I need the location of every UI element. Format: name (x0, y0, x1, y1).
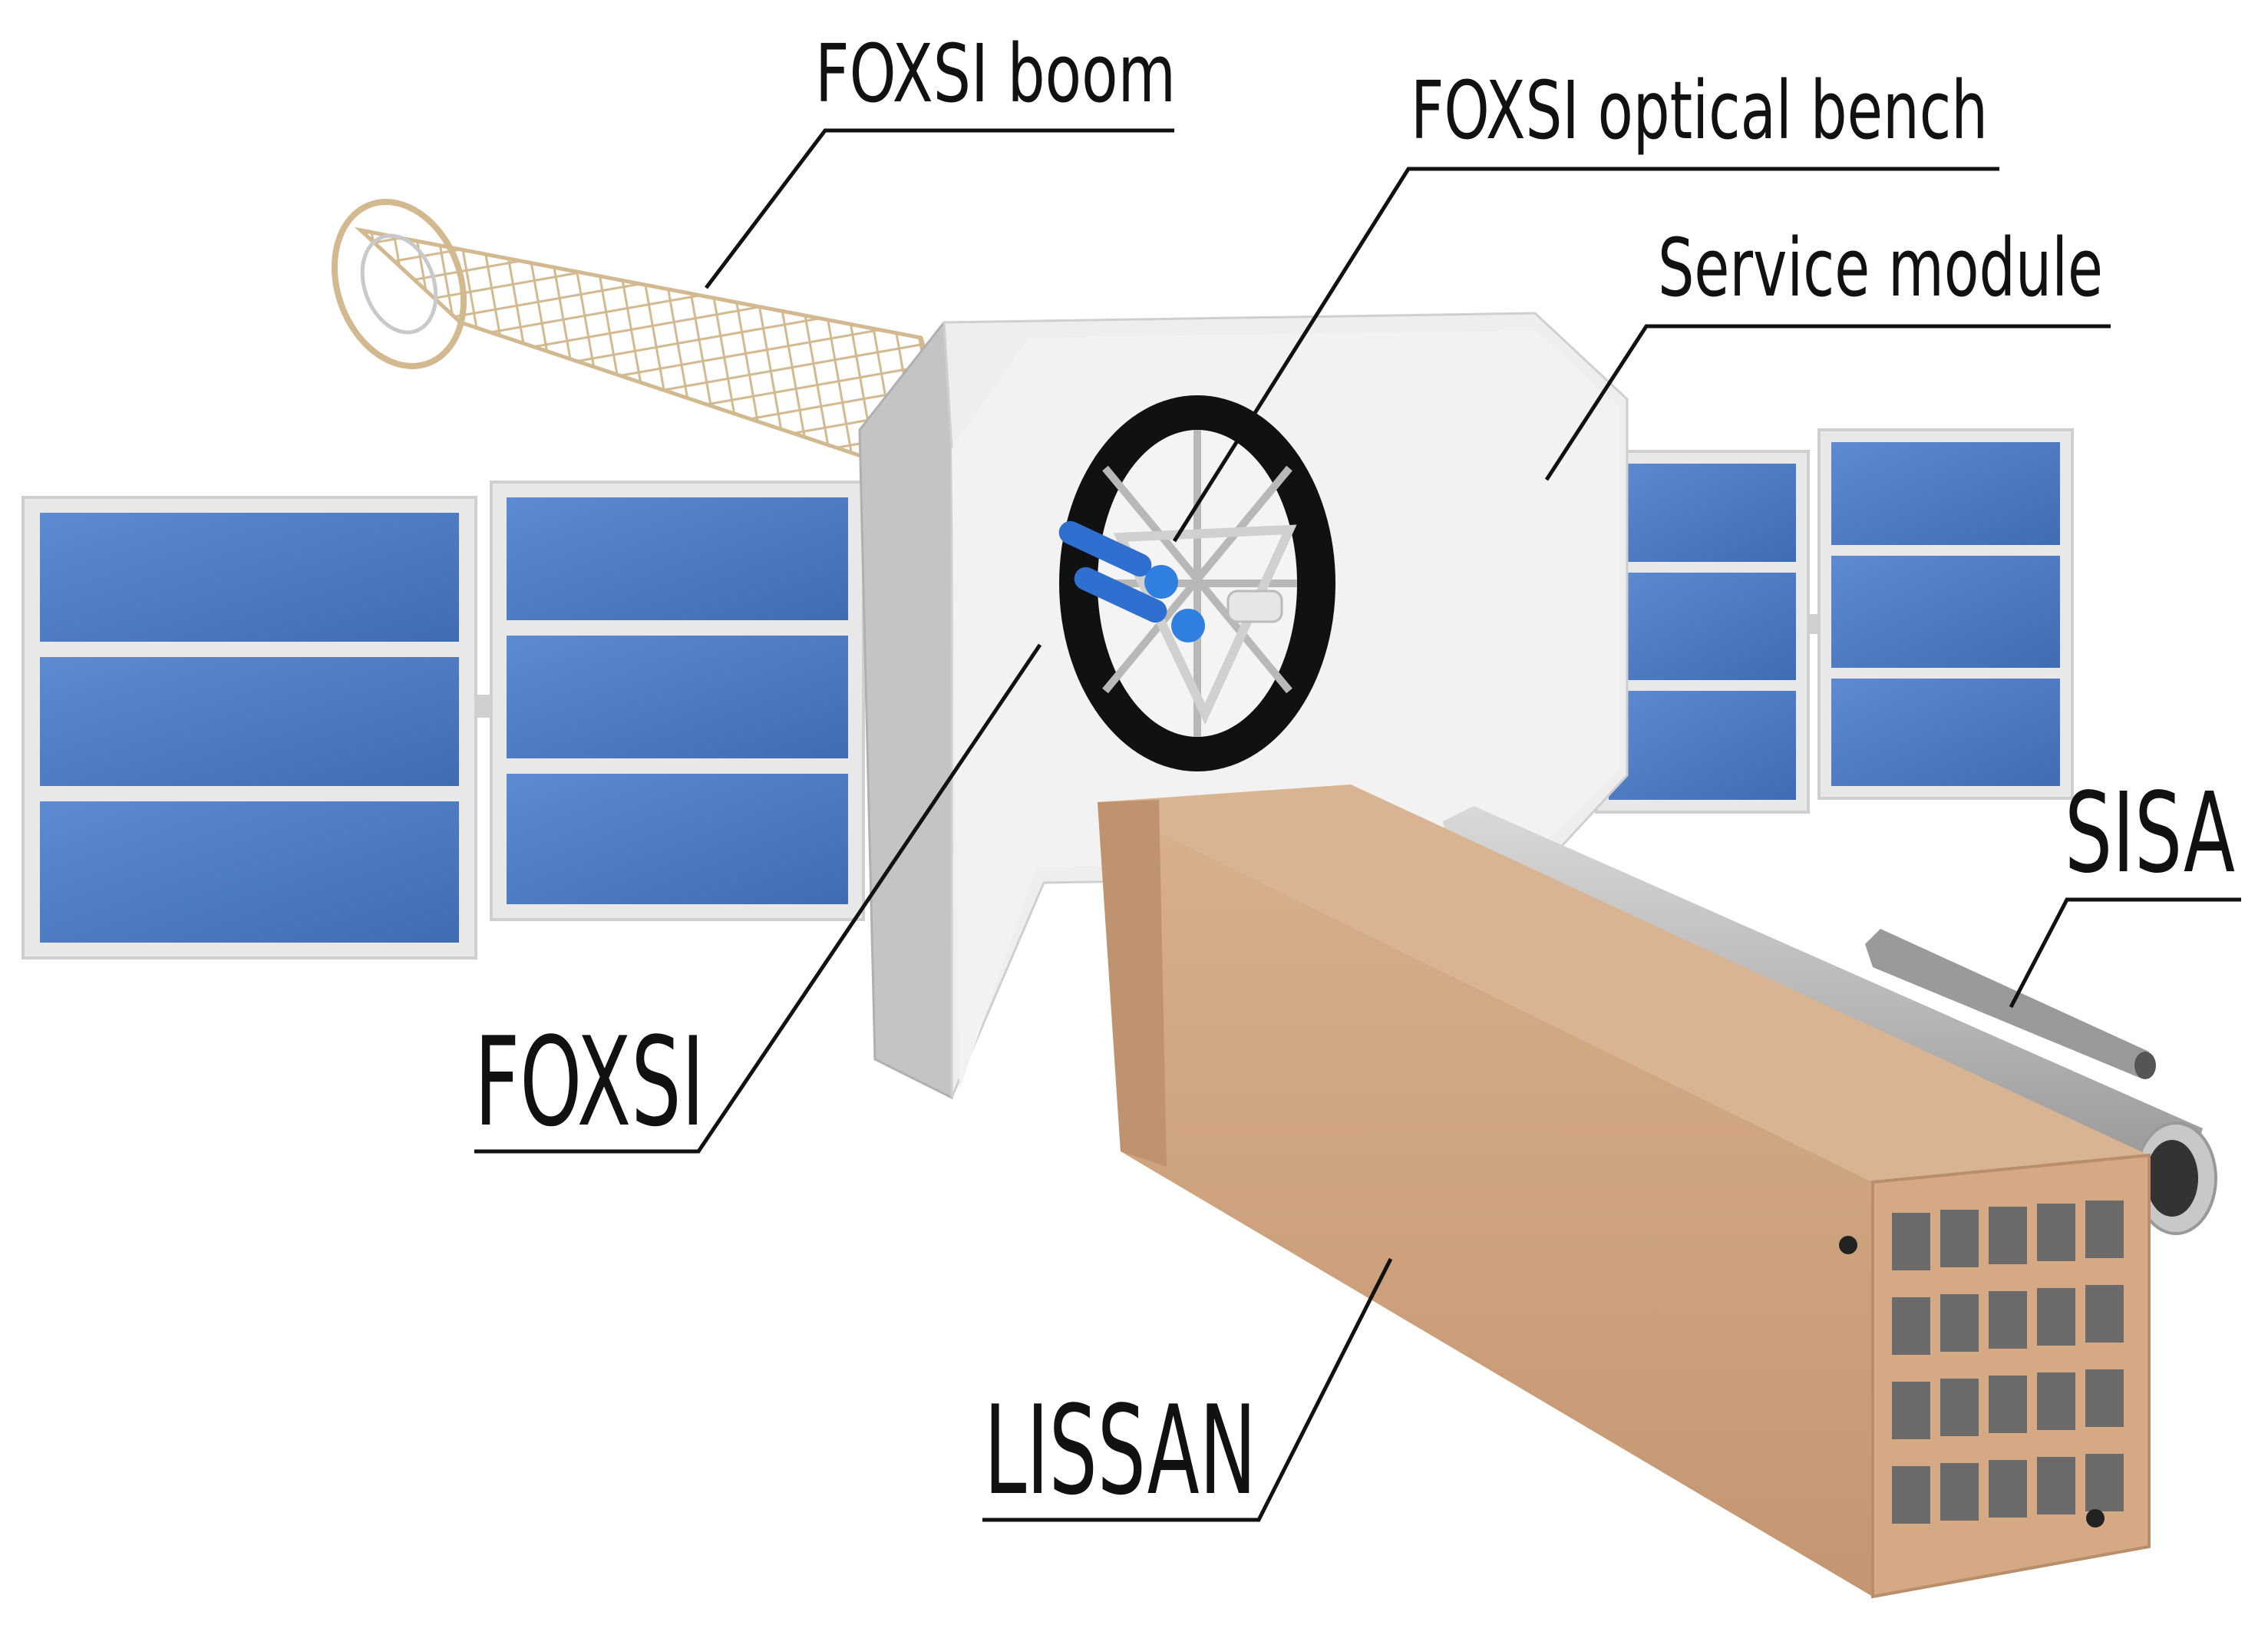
label-service-module: Service module (1658, 221, 2103, 315)
label-sisa: SISA (2065, 768, 2235, 897)
label-foxsi-optical-bench: FOXSI optical bench (1411, 64, 1988, 157)
service-module (858, 312, 1629, 1100)
foxsi-optical-bench (1058, 395, 1335, 771)
lissan-instrument (1098, 784, 2151, 1599)
label-lissan: LISSAN (984, 1379, 1256, 1522)
foxsi-lens-upper (1144, 565, 1178, 599)
label-foxsi-boom: FOXSI boom (815, 27, 1176, 121)
left-solar-array (21, 481, 865, 959)
foxsi-boom (331, 199, 970, 494)
lissan-grid (1892, 1201, 2124, 1524)
label-foxsi: FOXSI (474, 1010, 705, 1154)
leader-lines (474, 128, 2241, 1522)
foxsi-lens-lower (1171, 609, 1205, 642)
right-solar-array (1595, 428, 2074, 814)
